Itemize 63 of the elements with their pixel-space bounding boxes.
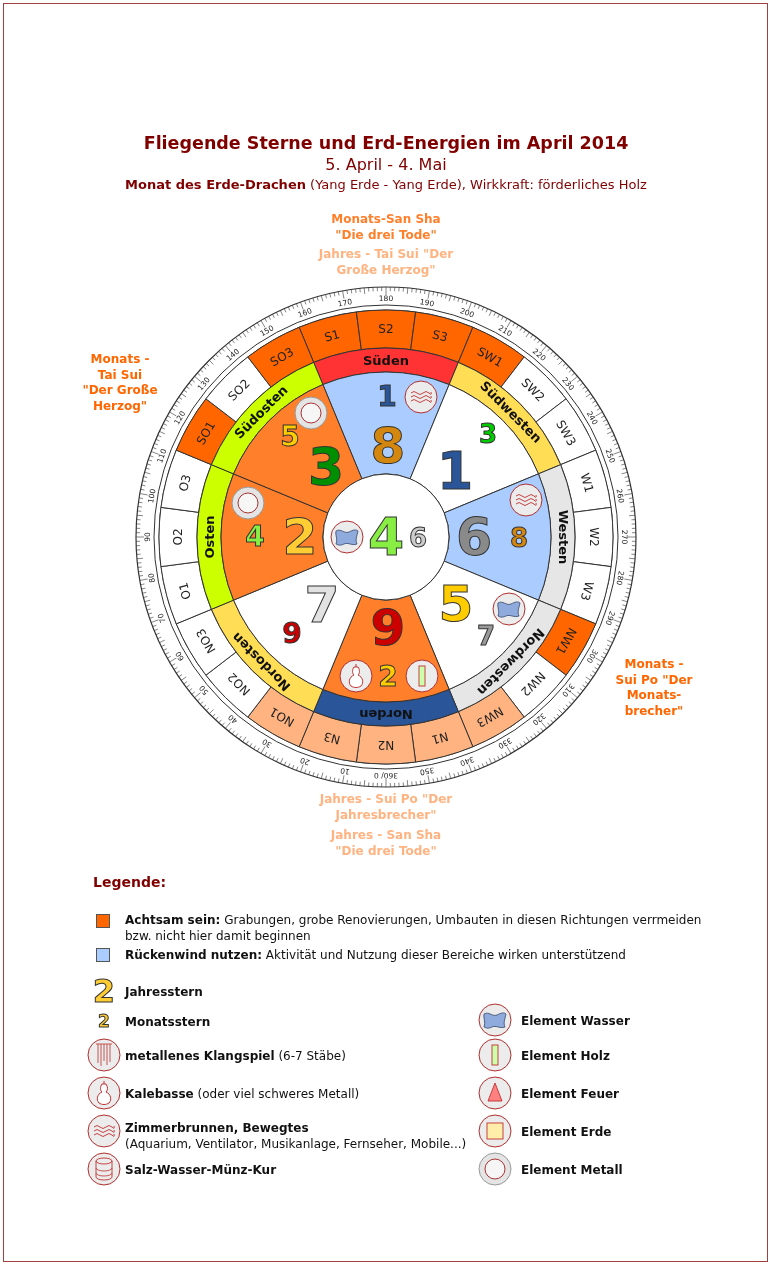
direction-label: Westen: [556, 509, 570, 565]
legend-text: Jahresstern: [125, 984, 204, 1001]
year-star-number: 1: [436, 445, 474, 497]
star-sample-digit: 2: [92, 975, 116, 1007]
year-star-number: 2: [282, 512, 318, 562]
legend-text: Rückenwind nutzen: Aktivität und Nutzung dieser Bereiche wirken unterstützend: [125, 947, 627, 964]
legend-text: Element Wasser: [521, 1013, 631, 1030]
month-star-number: 8: [509, 525, 529, 551]
month-star-number: 1: [377, 383, 397, 411]
month-star-number: 4: [245, 523, 265, 551]
year-star-number: 4: [367, 511, 405, 563]
legend-text: Element Erde: [521, 1124, 613, 1141]
compass-sector: [298, 310, 363, 364]
sector-label: W1: [578, 472, 596, 495]
date-range: 5. April - 4. Mai: [324, 155, 448, 176]
sector-label: SO3: [268, 345, 296, 369]
sector-label: SW1: [475, 344, 505, 369]
legend-text: Achtsam sein: Grabungen, grobe Renovierungen, Umbauten in diesen Richtungen verrmeiden bzw. nicht hier damit beginnen: [125, 912, 703, 945]
sector-label: O1: [177, 581, 194, 601]
year-star-number: 9: [370, 603, 406, 653]
legend-text: Element Holz: [521, 1048, 611, 1065]
year-star-number: 7: [304, 580, 340, 630]
annotation-text: Jahres - San Sha "Die drei Tode": [329, 828, 443, 860]
legend-text: Element Metall: [521, 1162, 624, 1179]
sector-label: N1: [430, 729, 450, 746]
direction-label: Süden: [363, 353, 409, 367]
annotation-text: Jahres - Tai Sui "Der Große Herzog": [317, 247, 455, 279]
sector-label: N2: [377, 739, 395, 751]
sector-label: O2: [172, 528, 184, 546]
legend-text: Element Feuer: [521, 1086, 620, 1103]
compass-sector: [159, 560, 213, 625]
subtitle: Monat des Erde-Drachen (Yang Erde - Yang Erde), Wirkkraft: förderliches Holz: [124, 177, 648, 194]
legend-text: Kalebasse (oder viel schweres Metall): [125, 1086, 361, 1103]
legend-text: Salz-Wasser-Münz-Kur: [125, 1162, 278, 1179]
compass-sector: [409, 310, 474, 364]
legend-heading: Legende:: [93, 873, 167, 892]
legend-text: Zimmerbrunnen, Bewegtes (Aquarium, Ventilator, Musikanlage, Fernseher, Mobile...): [125, 1120, 468, 1153]
compass-sector: [159, 449, 213, 514]
year-star-number: 8: [370, 421, 406, 471]
diagram-title: Fliegende Sterne und Erd-Energien im April 2014: [142, 133, 630, 153]
legend-text: metallenes Klangspiel (6-7 Stäbe): [125, 1048, 347, 1065]
sector-label: S2: [378, 323, 394, 335]
sector-label: NW3: [474, 704, 506, 730]
annotation-text: Monats - Tai Sui "Der Große Herzog": [81, 352, 159, 415]
legend-text: Monatsstern: [125, 1014, 212, 1031]
sector-label: O3: [177, 473, 194, 493]
month-star-number: 2: [378, 663, 398, 691]
sector-label: NO1: [267, 705, 297, 729]
year-star-number: 5: [438, 579, 474, 629]
annotation-text: Monats - Sui Po "Der Monats-brecher": [615, 657, 693, 720]
year-star-number: 6: [455, 511, 493, 563]
sector-label: W2: [588, 527, 600, 547]
sector-label: W3: [578, 579, 596, 602]
sector-label: N3: [322, 729, 342, 746]
direction-label: Norden: [359, 707, 413, 721]
annotation-text: Jahres - Sui Po "Der Jahresbrecher": [318, 792, 454, 824]
month-star-number: 6: [408, 525, 428, 551]
direction-label: Osten: [202, 515, 216, 559]
sector-label: S3: [430, 328, 449, 344]
sector-label: S1: [323, 328, 342, 344]
annotation-text: Monats-San Sha "Die drei Tode": [330, 212, 442, 244]
star-sample-digit: 2: [98, 1012, 110, 1030]
year-star-number: 3: [307, 441, 345, 493]
